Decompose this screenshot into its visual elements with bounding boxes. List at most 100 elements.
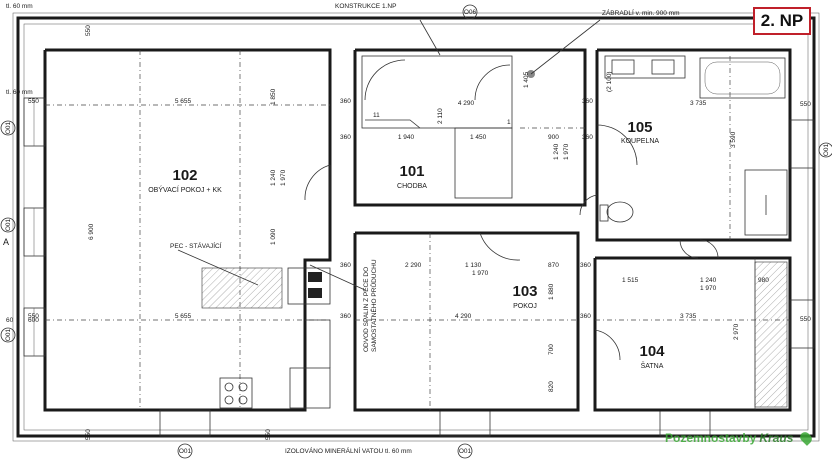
- dim-4290-a: 4 290: [458, 100, 475, 107]
- flue-leader: [309, 264, 366, 291]
- note-left-tl: tl. 60 mm: [6, 89, 33, 96]
- stair-arrow: [365, 119, 421, 129]
- dim-1970-a: 1 970: [280, 169, 287, 186]
- washbasin-counter: [604, 55, 686, 79]
- dim-1515: 1 515: [622, 277, 639, 284]
- room-103-number: 103: [512, 283, 537, 300]
- room-105-outline: [595, 48, 792, 242]
- dim-1240-b: 1 240: [553, 143, 560, 160]
- room-101-name: CHODBA: [397, 183, 427, 190]
- room-103-name: POKOJ: [513, 303, 537, 310]
- room-102-walls: [43, 48, 332, 412]
- marker-o01-left-2-text: O01: [5, 218, 12, 231]
- room-103-door-swing: [479, 232, 521, 261]
- axis-markers: O06 O01 O01 O01 O01 O01 O01 A: [0, 4, 832, 459]
- window-right-1: [789, 119, 815, 169]
- room-104-door-swing: [594, 329, 621, 361]
- dim-550-top-1: 550: [85, 25, 92, 36]
- note-top-left: tl. 60 mm: [6, 3, 33, 10]
- dim-600: 600: [28, 317, 39, 324]
- dim-870: 870: [548, 262, 559, 269]
- window-left-3: [23, 307, 46, 357]
- dim-550-right-2: 550: [800, 316, 811, 323]
- kitchen-corner: [289, 367, 331, 409]
- dim-1970-d: 1 970: [700, 285, 717, 292]
- closet-wardrobe: [754, 261, 788, 408]
- outer-wall-outline: [16, 16, 816, 438]
- dim-1130: 1 130: [465, 262, 482, 269]
- marker-o01-left-1-text: O01: [5, 121, 12, 134]
- dim-700: 700: [548, 344, 555, 355]
- bathtub: [699, 57, 786, 99]
- flue-2: [308, 288, 322, 298]
- dim-1970-c: 1 970: [472, 270, 489, 277]
- dim-550-bottom-1: 550: [85, 429, 92, 440]
- room-101-number: 101: [399, 163, 424, 180]
- hob-ring-4: [238, 395, 248, 405]
- map-pin-icon: [798, 430, 815, 446]
- dim-11: 11: [373, 112, 380, 119]
- dim-550-left-1: 550: [28, 98, 39, 105]
- dim-360-2: 360: [340, 134, 351, 141]
- left-windows: [23, 97, 46, 357]
- construction-leader: [419, 19, 441, 56]
- dim-550-left-2: 550: [28, 313, 39, 320]
- dim-4290-b: 4 290: [455, 313, 472, 320]
- room-101-walls: [353, 19, 601, 207]
- marker-o06-text: O06: [464, 9, 477, 16]
- marker-o01-right-1: [818, 142, 832, 158]
- dim-5655-top: 5 655: [175, 98, 192, 105]
- room-104-walls: [593, 239, 792, 412]
- window-left-1: [23, 97, 46, 147]
- room-105-name: KOUPELNA: [621, 138, 659, 145]
- room-104-door-swing-2: [679, 239, 699, 259]
- shower: [744, 169, 788, 236]
- marker-o01-left-1: [0, 120, 16, 136]
- room-105-number: 105: [627, 119, 652, 136]
- room-103-walls: [309, 231, 580, 412]
- dim-360-5: 360: [580, 262, 591, 269]
- dim-1880: 1 880: [548, 283, 555, 300]
- toilet: [606, 201, 634, 223]
- dim-1970-b: 1 970: [563, 143, 570, 160]
- marker-o01-left-2: [0, 217, 16, 233]
- outer-insulation-line: [12, 12, 820, 442]
- marker-o01-right-1-text: O01: [823, 143, 830, 156]
- dim-900: 900: [548, 134, 559, 141]
- kitchen-hob: [219, 377, 253, 409]
- room-105-door-swing: [596, 124, 638, 166]
- marker-o06-top: [462, 4, 478, 20]
- dim-1: 1: [507, 119, 511, 126]
- window-bottom-2: [439, 409, 491, 437]
- dim-3735-b: 3 735: [680, 313, 697, 320]
- dim-1090: 1 090: [270, 228, 277, 245]
- dim-820: 820: [548, 381, 555, 392]
- room-102-name: OBÝVACÍ POKOJ + KK: [148, 185, 222, 194]
- room-105-door-swing-2: [579, 194, 598, 216]
- stair-turn-arc-1: [364, 59, 406, 101]
- flue-1: [308, 272, 322, 282]
- room-104-door-swing-3: [699, 239, 719, 259]
- marker-o01-bottom-1: [177, 443, 193, 459]
- dim-360-4: 360: [340, 313, 351, 320]
- room-104-outline: [593, 256, 792, 412]
- stair-flight-upper: [361, 55, 513, 129]
- dim-1850: 1 850: [270, 88, 277, 105]
- note-stove: PEC - STÁVAJÍCÍ: [170, 241, 222, 250]
- marker-o01-bottom-2-text: O01: [459, 448, 472, 455]
- room-104-name: ŠATNA: [641, 361, 664, 370]
- section-marker-a: A: [3, 237, 9, 247]
- dim-6900: 6 900: [88, 223, 95, 240]
- dim-2290: 2 290: [405, 262, 422, 269]
- dim-1405: 1 405: [523, 71, 530, 88]
- right-windows: [789, 119, 815, 349]
- window-left-2: [23, 207, 46, 257]
- stove-leader: [177, 249, 259, 286]
- toilet-tank: [599, 204, 609, 222]
- dim-3590: 3 590: [730, 131, 737, 148]
- kitchen-counter-edge: [305, 319, 331, 368]
- floor-label-badge: 2. NP: [753, 7, 811, 35]
- marker-o01-bottom-1-text: O01: [179, 448, 192, 455]
- dim-360-3: 360: [340, 262, 351, 269]
- room-101-outline: [353, 48, 587, 207]
